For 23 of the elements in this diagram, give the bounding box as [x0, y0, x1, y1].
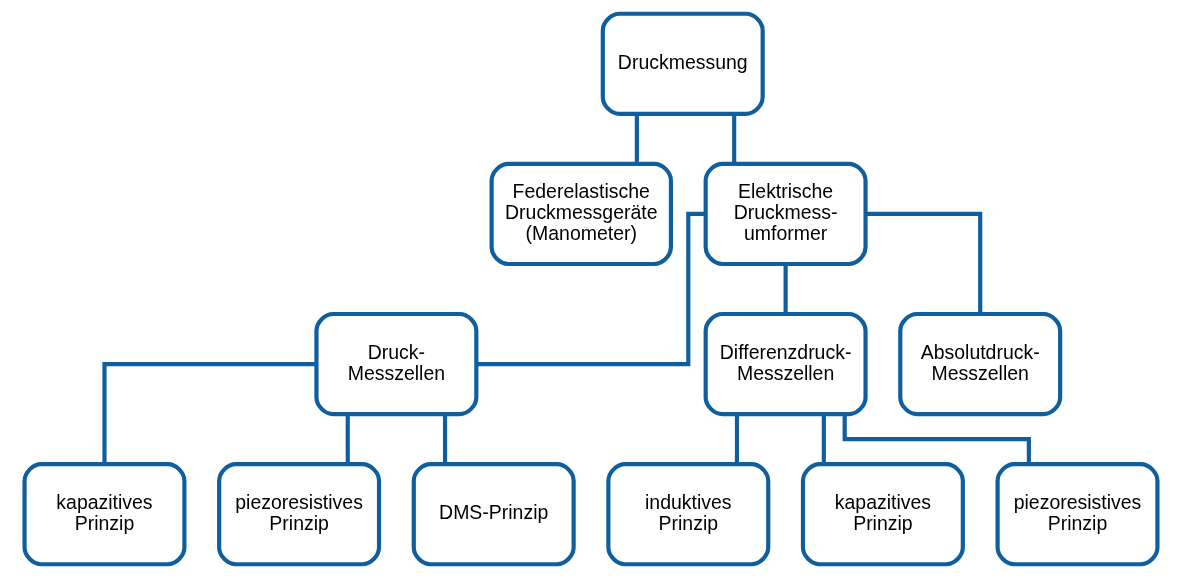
connector — [345, 414, 350, 464]
node-box: kapazitives Prinzip — [22, 462, 187, 567]
node-box: DMS-Prinzip — [411, 462, 576, 567]
connector — [865, 211, 983, 314]
node-box: Elektrische Druckmess- umformer — [703, 161, 868, 267]
node-box: piezoresistives Prinzip — [217, 462, 382, 567]
connector — [634, 114, 639, 164]
node-box: induktives Prinzip — [606, 462, 771, 567]
connector — [732, 114, 737, 164]
node-box: Differenzdruck- Messzellen — [703, 311, 868, 417]
node-box: Federelastische Druckmessgeräte (Manometer) — [489, 161, 673, 267]
node-box: Druckmessung — [600, 11, 765, 116]
node-box: piezoresistives Prinzip — [995, 462, 1160, 567]
connector — [821, 414, 826, 464]
connector — [442, 414, 448, 464]
connector — [783, 264, 788, 314]
node-box: Absolutdruck- Messzellen — [898, 311, 1063, 417]
node-box: kapazitives Prinzip — [800, 462, 965, 567]
connector — [842, 414, 1031, 465]
connector — [476, 211, 706, 367]
connector — [734, 414, 740, 464]
node-box: Druck- Messzellen — [314, 311, 479, 417]
connector — [102, 361, 317, 464]
